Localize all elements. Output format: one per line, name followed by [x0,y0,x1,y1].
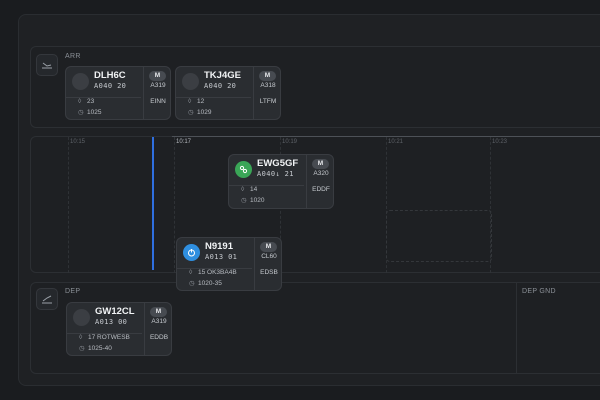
diamond-icon: ◊ [241,186,245,193]
time-row: ◷1029 [188,108,212,117]
wake-category-badge: M [260,242,277,252]
time-value: 1020 [250,196,265,204]
timeline-ruler [172,136,600,137]
wake-category-badge: M [150,307,167,317]
type-column: M A319 EINN [143,67,171,119]
destination-airport: EDDB [149,334,169,341]
stand-row: ◊ 17 ROTWESB [79,334,130,341]
time-value: 1025 [87,108,102,116]
departure-lane-label: DEP [65,288,81,295]
tick-line [490,137,491,273]
time-row: ◷1025 [78,108,102,117]
aircraft-type: A320 [313,170,329,177]
wake-category-badge: M [259,71,276,81]
flight-info: A040 20 [204,82,237,90]
tick-label: 10:19 [282,139,298,145]
arrival-lane-label: ARR [65,53,81,60]
tick-line [386,137,387,273]
stand-row: ◊ 15 OK3BA4B [189,269,237,276]
diamond-icon: ◊ [78,98,82,105]
status-avatar [235,161,252,178]
flight-info: A013 00 [95,318,128,326]
tick-label: 10:21 [388,139,404,145]
aircraft-type: A318 [260,82,276,89]
clock-icon: ◷ [78,109,84,116]
stand-row: ◊ 23 [78,98,94,105]
type-column: M A320 EDDF [306,155,334,208]
time-row: ◷1020-35 [189,279,222,288]
dep-gnd-label: DEP GND [522,288,556,295]
destination-airport: EDDF [312,186,330,193]
destination-airport: LTFM [259,98,277,105]
callsign: EWG5GF [257,158,299,169]
flight-info: A013 01 [205,253,238,261]
aircraft-type: A319 [151,318,167,325]
tick-line [174,137,175,273]
wake-category-badge: M [149,71,166,81]
type-column: M CL60 EDSB [254,238,282,290]
time-value: 1029 [197,108,212,116]
time-value: 1020-35 [198,279,222,287]
diamond-icon: ◊ [79,334,83,341]
type-column: M A319 EDDB [144,303,172,355]
stand-value: 15 OK3BA4B [198,269,237,276]
clock-icon: ◷ [189,280,195,287]
callsign: N9191 [205,241,233,252]
flight-strip-ewg5gf[interactable]: EWG5GF A040↓ 21 M A320 EDDF ◊ 14 ◷1020 [228,154,334,209]
tick-line [68,137,69,273]
stand-value: 12 [197,98,205,105]
flight-strip-dlh6c[interactable]: DLH6C A040 20 M A319 EINN ◊ 23 ◷1025 [65,66,171,120]
time-value: 1025-40 [88,344,112,352]
flight-strip-gw12cl[interactable]: GW12CL A013 00 M A319 EDDB ◊ 17 ROTWESB ◷… [66,302,172,356]
tick-label: 10:15 [70,139,86,145]
current-time-indicator [152,137,154,270]
destination-airport: EINN [150,98,166,105]
clock-icon: ◷ [79,345,85,352]
type-column: M A318 LTFM [253,67,281,119]
callsign: GW12CL [95,306,135,317]
clock-icon: ◷ [188,109,194,116]
diamond-icon: ◊ [188,98,192,105]
flight-info: A040↓ 21 [257,170,294,178]
avatar [72,73,89,90]
plane-landing-icon [36,54,58,76]
stand-value: 17 ROTWESB [88,334,130,341]
time-row: ◷1025-40 [79,344,112,353]
transfer-icon [239,165,248,174]
flight-strip-n9191[interactable]: N9191 A013 01 M CL60 EDSB ◊ 15 OK3BA4B ◷1… [176,237,282,291]
stand-row: ◊ 12 [188,98,204,105]
plane-takeoff-icon [36,288,58,310]
diamond-icon: ◊ [189,269,193,276]
power-icon [188,249,195,257]
wake-category-badge: M [312,159,329,169]
avatar [182,73,199,90]
clock-icon: ◷ [241,197,247,204]
stand-value: 23 [87,98,95,105]
drop-target-slot[interactable] [386,210,492,262]
status-avatar [183,244,200,261]
stand-row: ◊ 14 [241,186,257,193]
time-row: ◷1020 [241,196,265,205]
callsign: DLH6C [94,70,126,81]
tick-label: 10:23 [492,139,508,145]
aircraft-type: CL60 [261,253,277,260]
lane-divider [516,283,517,373]
aircraft-type: A319 [150,82,166,89]
destination-airport: EDSB [260,269,278,276]
flight-info: A040 20 [94,82,127,90]
stand-value: 14 [250,186,258,193]
avatar [73,309,90,326]
tick-label-active: 10:17 [176,139,192,145]
callsign: TKJ4GE [204,70,241,81]
flight-strip-tkj4ge[interactable]: TKJ4GE A040 20 M A318 LTFM ◊ 12 ◷1029 [175,66,281,120]
